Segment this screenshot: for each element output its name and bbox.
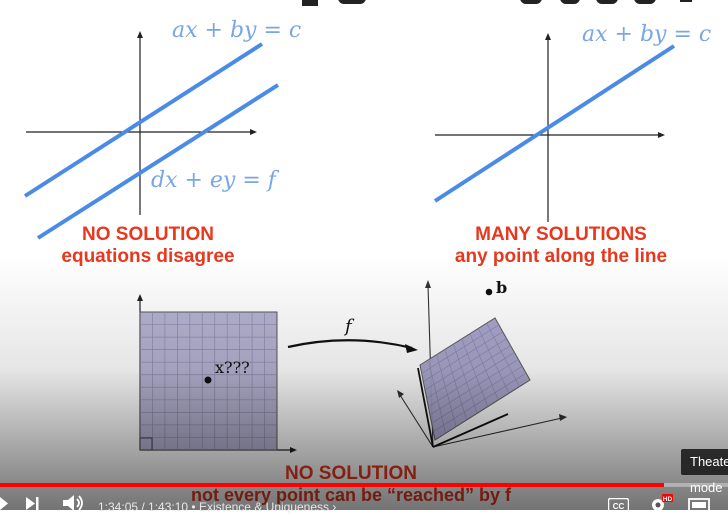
right-x-arrow [658,132,665,138]
left-axes [26,36,252,215]
volume-icon[interactable] [63,495,85,514]
right-y-arrow [545,33,551,40]
codomain-y-arrow [397,390,404,398]
theater-icon[interactable] [688,498,710,515]
time-text: 1:34:05 / 1:43:10 [98,500,189,514]
time-display: 1:34:05 / 1:43:10 • Existence & Uniquene… [98,500,337,514]
codomain-x-arrow [559,414,567,421]
left-caption-title: NO SOLUTION [82,224,214,245]
map-arrow [287,339,413,350]
play-icon[interactable] [0,497,8,513]
left-y-arrow [137,31,143,38]
theater-mode-tooltip: Theater mode [681,449,728,495]
map-label-f: f [343,316,355,337]
left-eq-top: ax + by = c [172,18,301,43]
left-caption-sub: equations disagree [61,246,234,267]
progress-bar-played [0,483,664,487]
domain-y-arrow [137,294,143,301]
captions-icon[interactable]: CC [607,497,630,515]
point-x-label: x??? [215,358,250,377]
right-line [433,44,676,203]
domain-x-arrow [290,447,297,453]
next-icon[interactable] [26,497,40,513]
chapter-title[interactable]: Existence & Uniqueness [198,500,330,514]
codomain-z-arrow [425,280,431,288]
image-plane [419,317,531,441]
left-eq-bottom: dx + ey = f [151,168,280,193]
progress-bar[interactable] [0,483,728,487]
right-caption-title: MANY SOLUTIONS [475,224,647,245]
captions-label: CC [613,502,625,511]
left-x-arrow [250,129,257,135]
settings-icon[interactable]: HD [649,494,673,515]
right-eq-top: ax + by = c [582,22,711,47]
bottom-caption-title: NO SOLUTION [285,463,417,484]
point-x-dot [204,376,212,384]
left-line-upper [23,42,264,198]
hd-badge: HD [663,496,673,503]
point-b-label: b [496,278,507,297]
player-controls: 1:34:05 / 1:43:10 • Existence & Uniquene… [0,489,728,514]
left-line-lower [36,83,280,240]
map-arrowhead [405,344,418,353]
top-title-fragment [302,0,692,6]
point-b-dot [485,288,493,296]
right-caption-sub: any point along the line [455,246,667,267]
